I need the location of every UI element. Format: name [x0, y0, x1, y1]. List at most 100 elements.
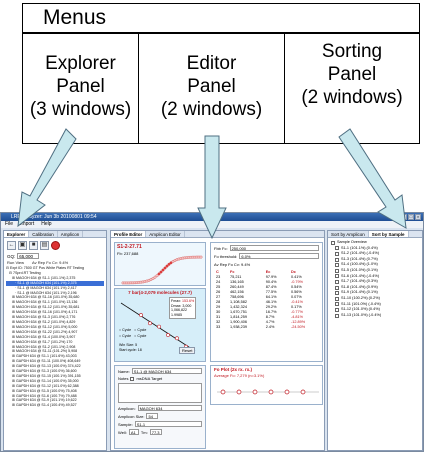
- sort-item[interactable]: S1-6 (101.4%) (-0.4%): [331, 274, 419, 280]
- sort-item[interactable]: S1-13 (101.0%) (-0.4%): [331, 313, 419, 319]
- sort-item[interactable]: S1-11 (101.0%) (-0.4%): [331, 302, 419, 308]
- back-icon[interactable]: ←: [7, 241, 16, 250]
- tree-item[interactable]: ⊞ MAGOH 634 @ S1-22 (101.2%) 4,907: [12, 329, 78, 334]
- checkbox-icon[interactable]: [335, 279, 339, 284]
- save-icon[interactable]: ■: [29, 241, 38, 250]
- tab-amplicon-editor[interactable]: Amplicon Editor: [146, 231, 185, 237]
- checkbox-icon[interactable]: [335, 313, 339, 318]
- notes-textarea[interactable]: [118, 383, 202, 403]
- checkbox-icon[interactable]: [335, 274, 339, 279]
- tab-amplicon[interactable]: Amplicon: [58, 231, 84, 237]
- tab-calibration[interactable]: Calibration: [29, 231, 58, 237]
- tree-item[interactable]: · S1-1 @ MAGOH 634 (101.1%) 2,196: [15, 290, 77, 295]
- tree-item[interactable]: ⊞ GAPDH 634 @ S1-14 (100.0%) 35,000: [12, 378, 79, 383]
- checkbox-icon[interactable]: [335, 302, 339, 307]
- run-view-toggle[interactable]: Run View: [7, 260, 25, 265]
- close-icon[interactable]: ×: [415, 214, 421, 220]
- checkbox-icon[interactable]: [335, 263, 339, 268]
- checkbox-icon[interactable]: [335, 251, 339, 256]
- tree-item[interactable]: ⊟ 7Sprd.RT Testing: [9, 270, 41, 275]
- fbb-input[interactable]: 250,000: [229, 245, 319, 251]
- checkbox-icon[interactable]: [335, 246, 339, 251]
- tree-item[interactable]: ⊞ GAPDH 634 @ S1-5 (100.0%) 75,408: [12, 388, 77, 393]
- tree-item[interactable]: ⊞ MAGOH 634 @ S1-16 (101.0%) 35,680: [12, 295, 80, 300]
- checkbox-icon[interactable]: [335, 307, 339, 312]
- tree-item[interactable]: ⊞ MAGOH 634 @ S1-11 (101.2%) 5,908: [12, 349, 78, 354]
- tree-item[interactable]: ⊞ MAGOH 634 @ S1-12 (101.0%) 5,000: [12, 324, 78, 329]
- gq-input[interactable]: 65,000: [17, 253, 40, 259]
- minimize-icon[interactable]: –: [401, 214, 407, 220]
- sort-item[interactable]: S1-9 (101.4%) (0.1%): [331, 290, 419, 296]
- export-icon[interactable]: ▤: [40, 241, 49, 250]
- menu-import[interactable]: Import: [20, 221, 35, 227]
- tree-item[interactable]: · S1-1 @ MAGOH 634 (101.1%) 2,375: [6, 280, 104, 286]
- maximize-icon[interactable]: □: [408, 214, 414, 220]
- sample-input[interactable]: S1-1: [134, 421, 202, 427]
- exclude-checkbox[interactable]: [130, 376, 135, 381]
- checkbox-icon[interactable]: [335, 268, 339, 273]
- sort-item[interactable]: S1-2 (101.4%) (-0.4%): [331, 251, 419, 257]
- tree-item[interactable]: · S1-1 @ MAGOH 634 (101.1%) 2,417: [15, 285, 77, 290]
- tree-item[interactable]: ⊞ MAGOH 634 @ S1-1 (101.0%) 13,136: [12, 300, 78, 305]
- amplicon-input[interactable]: MAGOH 634: [137, 405, 202, 411]
- sort-item[interactable]: S1-8 (101.4%) (0.9%): [331, 285, 419, 291]
- fo-threshold-input[interactable]: 6.0%: [239, 253, 319, 259]
- well-input[interactable]: A1: [128, 429, 139, 435]
- sort-item[interactable]: S1-3 (101.4%) (0.7%): [331, 257, 419, 263]
- cycle-radio[interactable]: ○ Cycle ○ Cycle: [119, 328, 147, 332]
- tree-item[interactable]: ⊞ MAGOH 634 @ S1-12 (101.0%) 35,681: [12, 305, 80, 310]
- tree-item[interactable]: ⊞ MAGOH 634 @ S1-1 (101.1%) 2,375: [12, 275, 76, 280]
- tree-item[interactable]: ⊞ MAGOH 634 @ S1-2 (101.0%) 4,829: [12, 319, 76, 324]
- tab-sort-by-amplicon[interactable]: Sort by Amplicon: [328, 231, 369, 237]
- menu-file[interactable]: File: [5, 221, 14, 227]
- checkbox-icon[interactable]: [335, 291, 339, 296]
- checkbox-icon[interactable]: [335, 257, 339, 262]
- tree-item[interactable]: ⊞ MAGOH 634 @ S1-7 (101.2%) 170: [12, 339, 73, 344]
- tree-item[interactable]: ⊞ MAGOH 634 @ S1-16 (101.0%) 4,171: [12, 310, 78, 315]
- sort-item[interactable]: S1-10 (100.2%) (0.2%): [331, 296, 419, 302]
- tree-item[interactable]: ⊞ GAPDH 634 @ S1-4 (100.4%) 49,527: [12, 403, 77, 408]
- tree-item[interactable]: ⊞ GAPDH 634 @ S1-15 (100.1%) 391,155: [12, 373, 81, 378]
- name-input[interactable]: S1-1 @ MAGOH 634: [131, 368, 202, 374]
- amplicon-size-input[interactable]: 54: [146, 413, 159, 419]
- checkbox-icon[interactable]: [335, 285, 339, 290]
- tree-item[interactable]: ⊞ MAGOH 634 @ S1-3 (101.0%) 2,776: [12, 315, 76, 320]
- tree-item[interactable]: ⊟ Expt ID: 7500 GT Pos White Plates RT T…: [6, 266, 85, 270]
- reset-button[interactable]: Reset: [179, 347, 196, 354]
- sort-item[interactable]: S1-4 (100.4%) (1.0%): [331, 262, 419, 268]
- sort-item[interactable]: S1-5 (101.0%) (0.1%): [331, 268, 419, 274]
- cycle-radio[interactable]: ○ Cycle ○ Cycle: [119, 334, 147, 338]
- record-icon[interactable]: [51, 241, 60, 250]
- tree-item[interactable]: ⊞ GAPDH 634 @ S1-1 (101.6%) 43,003: [12, 354, 77, 359]
- tree-item[interactable]: ⊞ MAGOH 634 @ S1-2 (101.1%) 2,908: [12, 344, 76, 349]
- tree-item[interactable]: ⊞ MAGOH 634 @ S1-4 (100.0%) 3,907: [12, 334, 76, 339]
- sort-root[interactable]: Sample Overview: [331, 240, 419, 246]
- tm-input[interactable]: 77.3: [149, 429, 162, 435]
- sort-item[interactable]: S1-12 (101.0%) (0.4%): [331, 307, 419, 313]
- tab-profile-editor[interactable]: Profile Editor: [111, 231, 147, 237]
- tree-item[interactable]: ⊞ GAPDH 634 @ S1-11 (100.0%) 408,649: [12, 359, 81, 364]
- tab-sort-by-sample[interactable]: Sort by Sample: [368, 231, 409, 237]
- tree-item[interactable]: ⊞ GAPDH 634 @ S1-6 (100.7%) 79,488: [12, 393, 77, 398]
- tree-item[interactable]: ⊞ GAPDH 634 @ S1-13 (100.0%) 374,422: [12, 364, 81, 369]
- tree-item[interactable]: ⊞ GAPDH 634 @ S1-9 (101.1%) 19,622: [12, 398, 77, 403]
- menu-help[interactable]: Help: [41, 221, 52, 227]
- tab-explorer[interactable]: Explorer: [4, 231, 30, 237]
- folder-icon[interactable]: ▣: [18, 241, 27, 250]
- tree-item[interactable]: ⊞ GAPDH 634 @ S1-3 (100.0%) 36,600: [12, 369, 77, 374]
- checkbox-icon[interactable]: [335, 296, 339, 301]
- sort-item[interactable]: S1-1 (101.1%) (0.4%): [331, 246, 419, 252]
- sort-item[interactable]: S1-7 (101.4%) (0.3%): [331, 279, 419, 285]
- tree-item[interactable]: ⊞ GAPDH 634 @ S1-12 (101.0%) 62,388: [12, 383, 79, 388]
